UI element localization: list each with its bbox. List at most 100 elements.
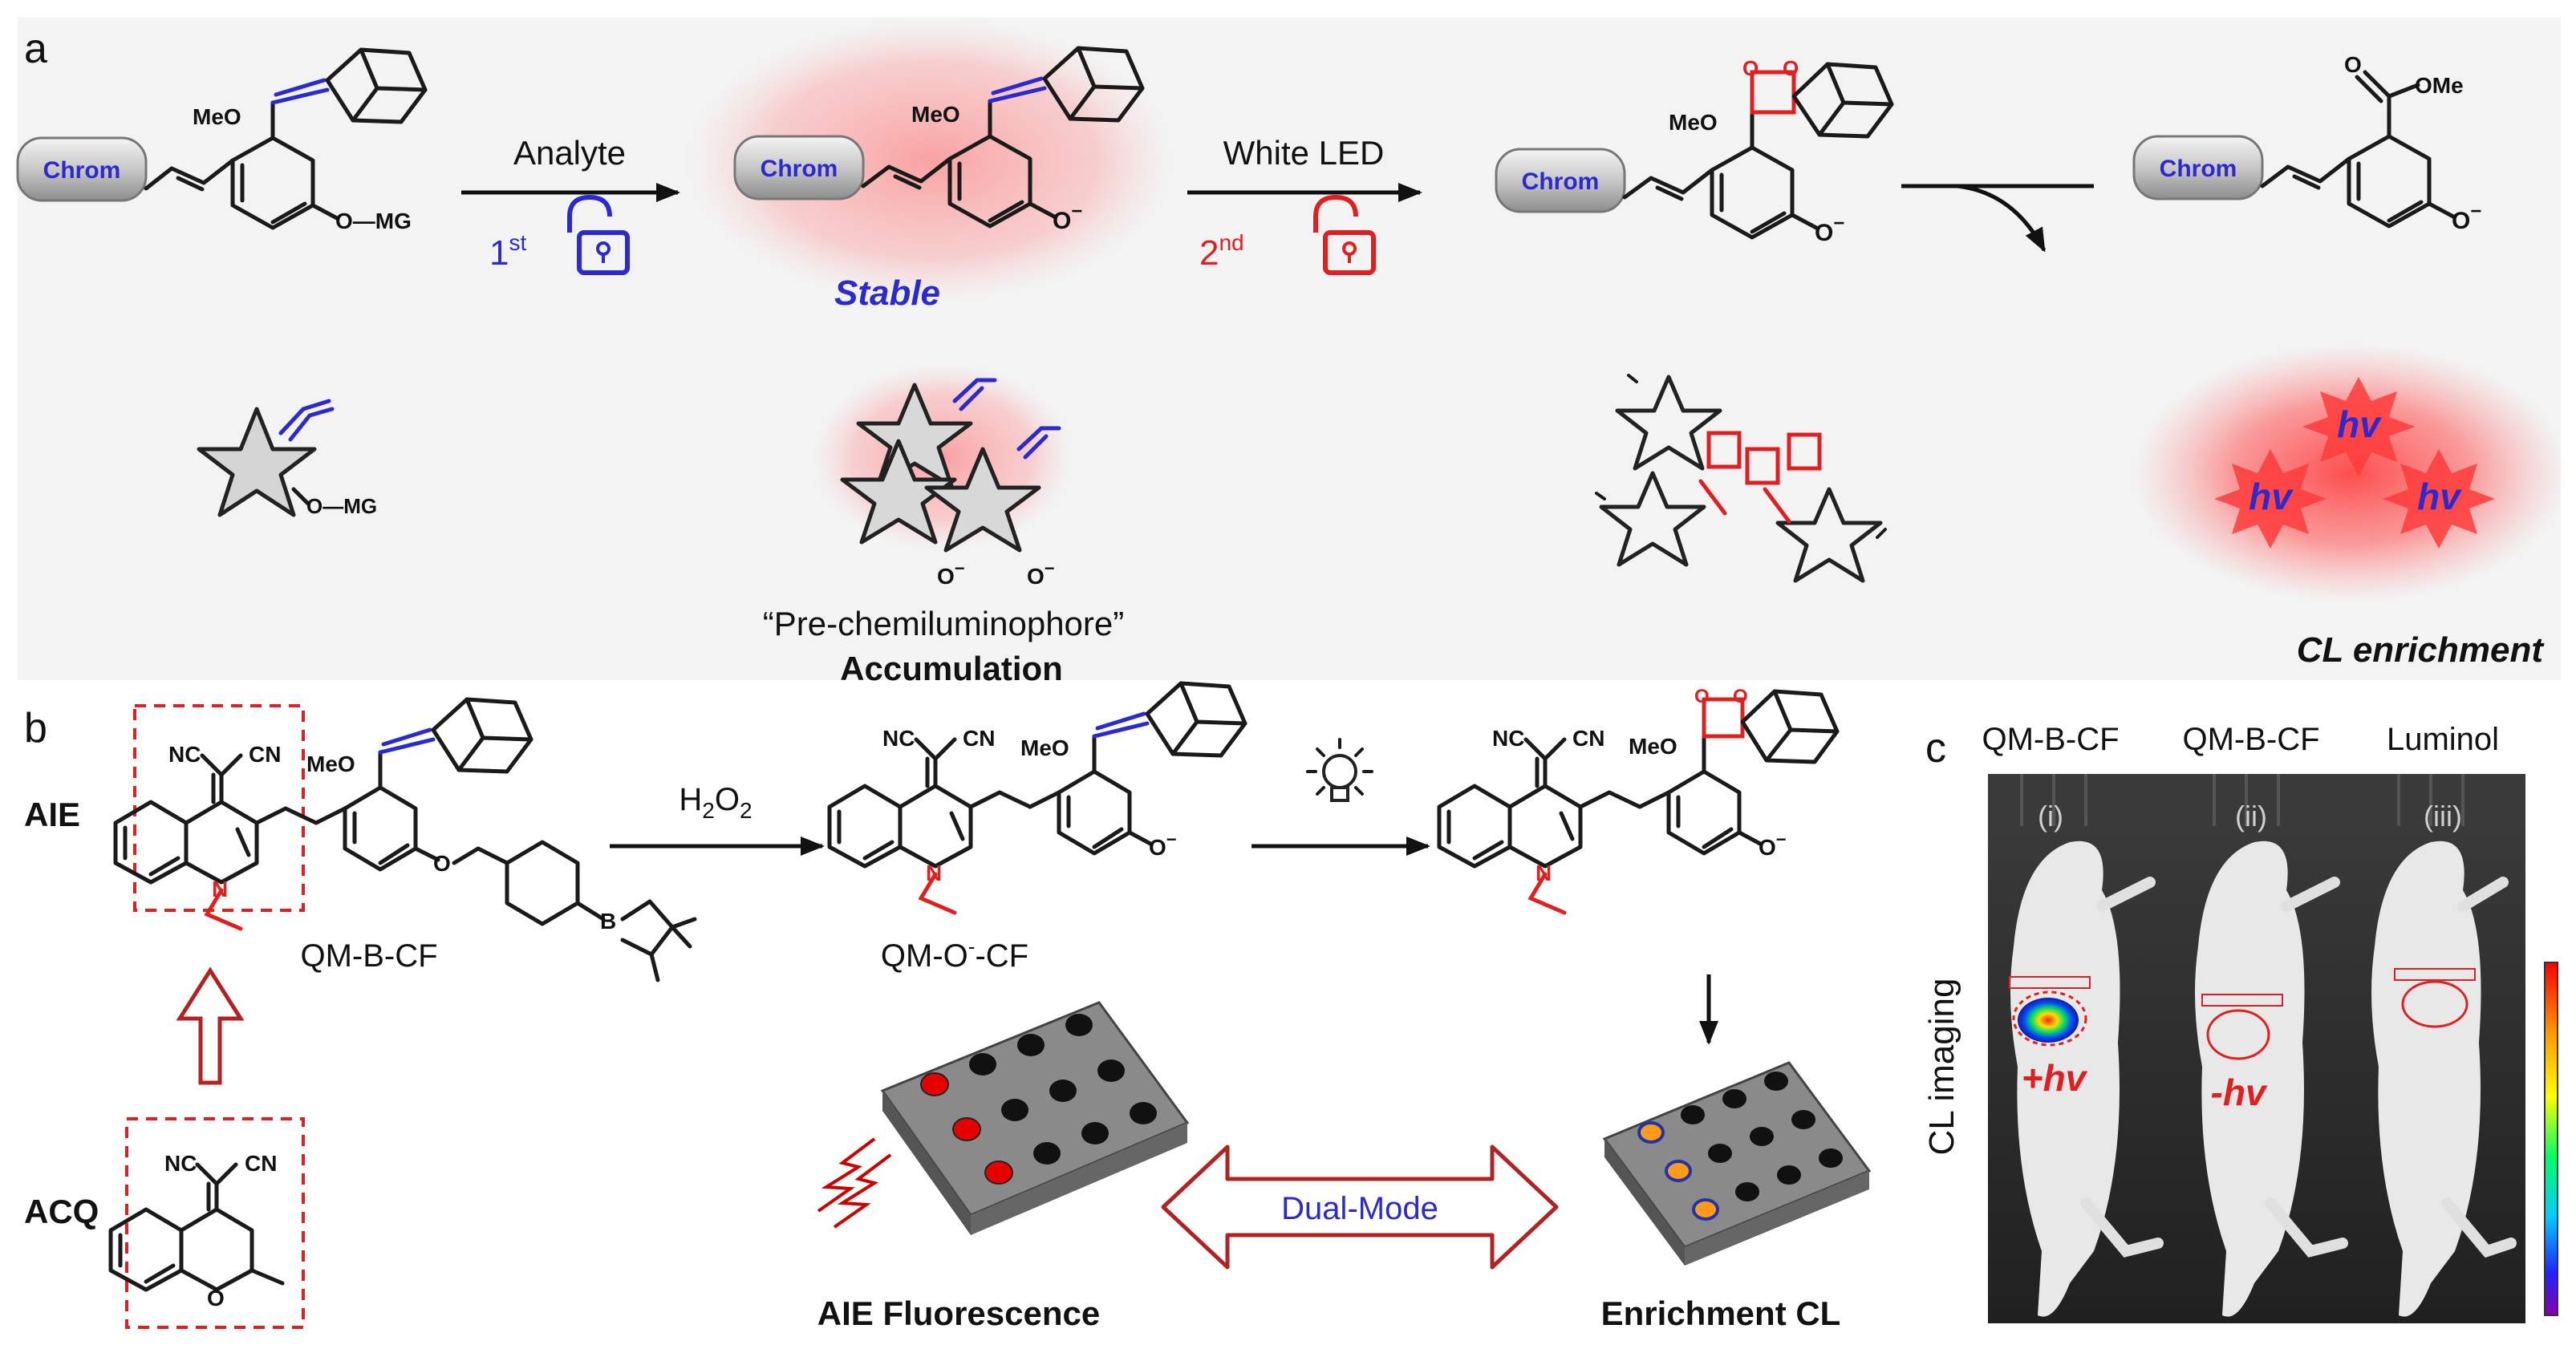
o-label-b1: O	[433, 851, 451, 876]
meo-label-b2: MeO	[1020, 735, 1069, 760]
roman-1: (i)	[2038, 800, 2063, 832]
o-atom-1: O	[1742, 56, 1759, 80]
step1-label: Analyte	[513, 134, 626, 172]
meo-label-3: MeO	[1669, 110, 1718, 135]
meo-label-b3: MeO	[1629, 734, 1677, 759]
color-scale-bar	[2544, 962, 2558, 1316]
cn-label-2: CN	[963, 726, 995, 751]
o-minus-a4: O−	[2452, 201, 2481, 234]
o-label-acq: O	[207, 1286, 225, 1311]
mouse-1	[2010, 841, 2164, 1317]
roi-3	[2401, 980, 2468, 1028]
molecule-qm-o-cf: NC CN N O− MeO	[827, 681, 1247, 915]
lightbulb-icon	[1306, 738, 1373, 802]
col3-label: Luminol	[2387, 722, 2499, 757]
meo-label-2: MeO	[911, 102, 960, 127]
molecule-a4: Chrom O− O OMe	[2132, 52, 2481, 234]
hv-label-2: hv	[2249, 476, 2294, 517]
cl-imaging-label: CL imaging	[1922, 978, 1961, 1156]
b-label: B	[600, 909, 616, 934]
o-atom-b2: O	[1733, 686, 1748, 707]
mouse-3	[2371, 841, 2517, 1317]
dual-mode-arrow	[1161, 1144, 1559, 1270]
hv-label-3: hv	[2417, 476, 2462, 517]
aie-fluor-label: AIE Fluorescence	[817, 1294, 1100, 1332]
acq-label: ACQ	[24, 1193, 99, 1230]
aie-dashed-box	[133, 704, 305, 912]
cluster-ominus-2: O−	[1027, 558, 1055, 589]
aie-label: AIE	[24, 796, 80, 833]
ome-label: OMe	[2415, 73, 2464, 98]
nc-label-2: NC	[882, 726, 915, 751]
o-atom-ester: O	[2344, 52, 2362, 77]
o-minus-b2: O−	[1149, 829, 1177, 860]
qmo-label: QM-O--CF	[881, 934, 1028, 974]
chrom-box-1	[16, 136, 148, 202]
molecule-a3: Chrom O− MeO O O	[1495, 56, 1894, 246]
accumulation-label: Accumulation	[840, 650, 1063, 687]
roman-2: (ii)	[2235, 800, 2267, 832]
cl-signal-1	[2018, 998, 2079, 1043]
chrom-box-3	[1495, 148, 1626, 213]
o-atom-b1: O	[1694, 686, 1710, 707]
molecule-a2: Chrom O− MeO	[733, 46, 1145, 234]
qmbcf-label: QM-B-CF	[300, 938, 437, 974]
roi-2	[2206, 1009, 2270, 1060]
well-plate-fluorescence	[817, 1001, 1190, 1235]
molecule-a1: Chrom O—MG MeO	[16, 47, 428, 233]
o-atom-2: O	[1783, 56, 1799, 80]
roman-3: (iii)	[2424, 800, 2462, 832]
panel-c-letter: c	[1925, 725, 1946, 772]
hv-label-1: hv	[2337, 403, 2382, 445]
cl-bursts	[2214, 377, 2495, 549]
chrom-label-1: Chrom	[43, 157, 121, 184]
step2-ordinal: 2nd	[1199, 230, 1244, 273]
well-plate-cl	[1602, 1061, 1872, 1266]
chrom-box-4	[2132, 135, 2264, 201]
enrich-cl-label: Enrichment CL	[1601, 1294, 1841, 1332]
col1-label: QM-B-CF	[1982, 722, 2119, 757]
omg-label: O—MG	[335, 209, 412, 233]
meo-label-b1: MeO	[306, 751, 355, 776]
meo-label-1: MeO	[193, 104, 241, 129]
molecule-qm-b-cf: NC CN N O B MeO	[113, 697, 697, 982]
up-arrow-open	[176, 966, 245, 1085]
roi-tag-3	[2394, 968, 2476, 981]
chrom-box-2	[733, 135, 865, 201]
h2o2-label: H2O2	[679, 782, 752, 823]
nc-label-3: NC	[1492, 726, 1524, 751]
panel-a-background	[18, 18, 2561, 680]
cl-enrichment-label: CL enrichment	[2297, 630, 2546, 670]
step1-ordinal: 1st	[489, 230, 526, 273]
cluster-ominus-1: O−	[937, 558, 965, 589]
nc-label-1: NC	[168, 742, 201, 767]
roi-tag-1	[2009, 976, 2091, 989]
star-cluster: O− O−	[840, 378, 1061, 589]
o-minus-a3: O−	[1815, 213, 1844, 246]
roi-1	[2012, 990, 2087, 1047]
cl-glow	[2134, 345, 2567, 602]
mouse-image-stage	[1988, 774, 2525, 830]
unlock-icon-red	[1313, 194, 1376, 275]
plus-hv-label: +hv	[2022, 1057, 2088, 1099]
chrom-label-3: Chrom	[1522, 168, 1600, 195]
panel-a-letter: a	[24, 26, 47, 72]
minus-hv-label: -hv	[2211, 1072, 2268, 1113]
molecule-acq: NC CN O	[108, 1151, 285, 1311]
chrom-label-2: Chrom	[761, 156, 838, 182]
cn-label-1: CN	[249, 742, 281, 767]
step2-label: White LED	[1223, 134, 1385, 172]
dual-mode-label: Dual-Mode	[1281, 1191, 1438, 1226]
roi-tag-2	[2201, 994, 2283, 1007]
mouse-2	[2195, 841, 2348, 1317]
star-omg-label: O—MG	[306, 494, 377, 518]
o-minus-a2: O−	[1053, 201, 1082, 234]
col2-label: QM-B-CF	[2182, 722, 2319, 757]
chrom-label-4: Chrom	[2160, 156, 2237, 182]
molecule-dioxetane-b: NC CN N O− MeO O O	[1437, 686, 1840, 915]
star-dioxetane-network	[1595, 374, 1887, 583]
star-omg: O—MG	[197, 399, 377, 518]
panel-b-letter: b	[24, 705, 47, 751]
nc-label-acq: NC	[164, 1151, 197, 1176]
